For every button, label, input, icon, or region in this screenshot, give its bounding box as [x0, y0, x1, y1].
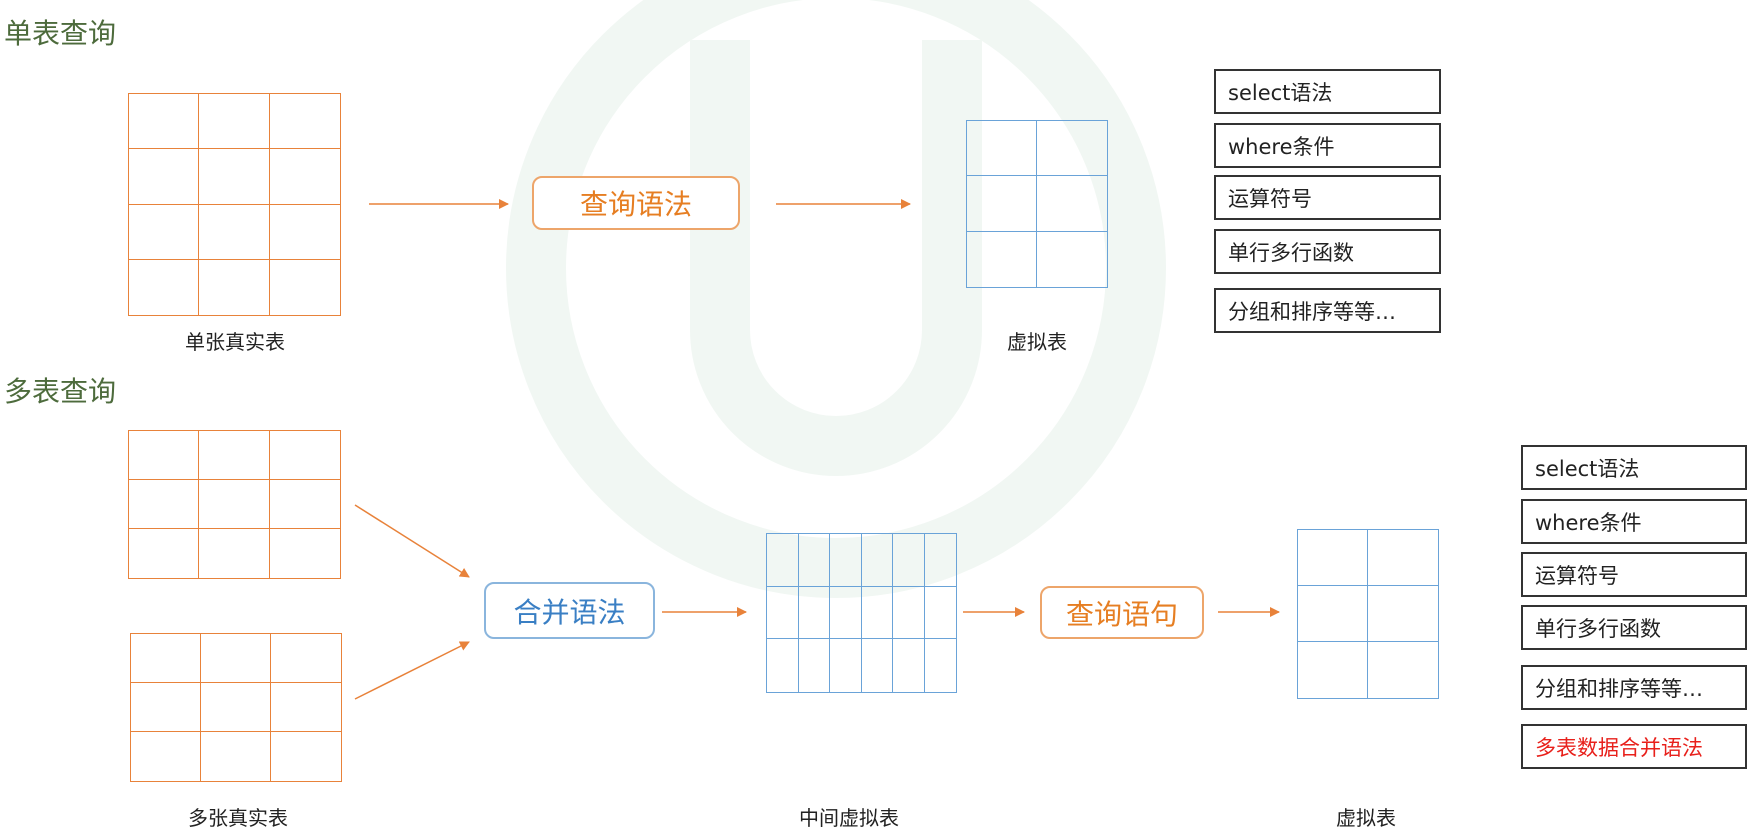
single-virtual-table [966, 120, 1108, 288]
feature-operators: 运算符号 [1214, 175, 1441, 220]
feature-where: where条件 [1521, 499, 1747, 544]
feature-functions: 单行多行函数 [1214, 229, 1441, 274]
middle-virtual-table-label: 中间虚拟表 [799, 806, 899, 830]
table-cell [767, 586, 799, 640]
feature-select: select语法 [1521, 445, 1747, 490]
table-cell [830, 534, 862, 587]
feature-group-sort: 分组和排序等等… [1521, 665, 1747, 710]
single-virtual-table-label: 虚拟表 [1007, 330, 1067, 354]
multi-real-table-1 [128, 430, 341, 579]
table-cell [799, 639, 830, 692]
feature-group-sort: 分组和排序等等… [1214, 288, 1441, 333]
merge-syntax-box: 合并语法 [484, 582, 655, 639]
table-cell [798, 534, 830, 587]
table-cell [767, 534, 799, 587]
feature-where: where条件 [1214, 123, 1441, 168]
table-cell [924, 534, 956, 587]
single-real-table-label: 单张真实表 [185, 330, 285, 354]
multi-virtual-table-label: 虚拟表 [1336, 806, 1396, 830]
table-cell [893, 586, 925, 640]
single-real-table [128, 93, 341, 316]
table-cell [830, 639, 862, 692]
multi-table-query-title: 多表查询 [4, 375, 117, 408]
multi-real-table-label: 多张真实表 [188, 806, 288, 830]
feature-select: select语法 [1214, 69, 1441, 114]
feature-functions: 单行多行函数 [1521, 605, 1747, 650]
table-cell [893, 639, 925, 692]
query-syntax-box: 查询语法 [532, 176, 740, 230]
table-cell [893, 534, 925, 587]
table-cell [767, 639, 799, 692]
single-table-query-title: 单表查询 [4, 17, 117, 50]
feature-multi-table-merge: 多表数据合并语法 [1521, 724, 1747, 769]
table-cell [862, 639, 893, 692]
middle-virtual-table [766, 533, 957, 693]
feature-operators: 运算符号 [1521, 552, 1747, 597]
table-cell [924, 587, 956, 640]
table-cell [798, 586, 830, 640]
query-statement-box: 查询语句 [1040, 586, 1204, 639]
table-cell [861, 534, 893, 587]
table-cell [830, 586, 862, 640]
table-cell [861, 586, 893, 640]
arrow [354, 641, 470, 700]
arrow [354, 504, 470, 578]
multi-virtual-table [1297, 529, 1439, 699]
multi-real-table-2 [130, 633, 342, 782]
